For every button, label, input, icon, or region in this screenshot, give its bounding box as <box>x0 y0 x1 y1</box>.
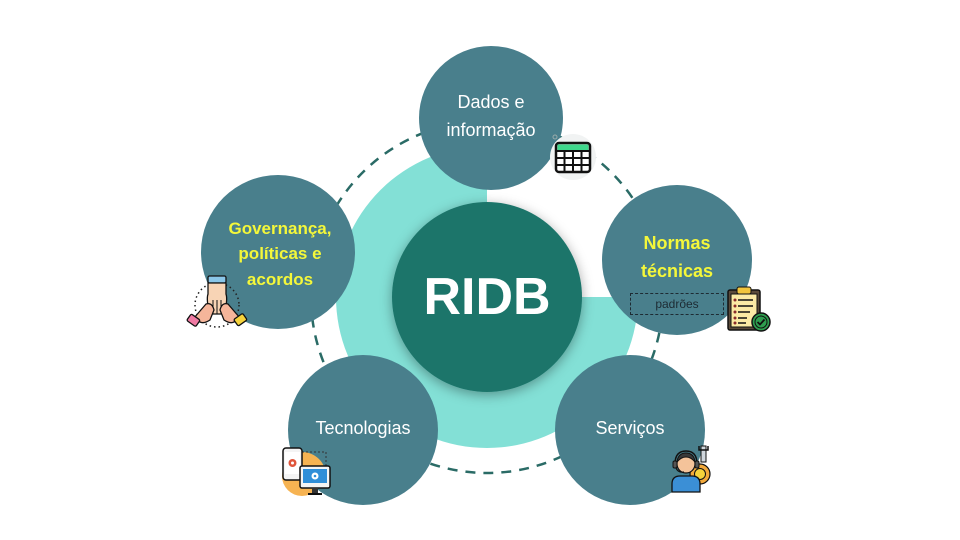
node-tecnologias: Tecnologias <box>293 414 433 444</box>
node-circle-normas[interactable] <box>602 185 752 335</box>
center-title: RIDB <box>423 267 551 326</box>
node-governanca-line-1: Governança, <box>228 218 332 238</box>
node-tecnologias-line-1: Tecnologias <box>315 418 411 439</box>
table-icon <box>550 134 596 180</box>
tag-padroes: padrões <box>630 293 724 315</box>
node-governanca: Governança, políticas e acordos <box>205 214 355 294</box>
node-dados-line-1: Dados e <box>457 92 525 113</box>
node-normas-line-1: Normas <box>643 233 711 254</box>
node-servicos-line-1: Serviços <box>595 418 665 439</box>
node-servicos: Serviços <box>560 414 700 444</box>
tag-padroes-label: padrões <box>655 297 699 311</box>
node-normas: Normas técnicas <box>607 228 747 288</box>
node-circle-governanca[interactable] <box>201 175 355 329</box>
node-dados: Dados e informação <box>421 84 561 150</box>
devices-settings-icon <box>282 447 331 496</box>
hands-together-icon <box>186 275 248 328</box>
clipboard-check-icon <box>727 286 771 332</box>
node-governanca-line-3: acordos <box>246 269 314 289</box>
center-circle <box>392 202 582 392</box>
node-circle-dados[interactable] <box>419 46 563 190</box>
node-normas-line-2: técnicas <box>640 261 714 281</box>
center-label: RIDB <box>392 202 582 392</box>
support-agent-gear-icon <box>671 445 711 493</box>
node-circle-servicos[interactable] <box>555 355 705 505</box>
node-governanca-line-2: políticas e <box>238 244 322 264</box>
node-dados-line-2: informação <box>446 120 536 140</box>
